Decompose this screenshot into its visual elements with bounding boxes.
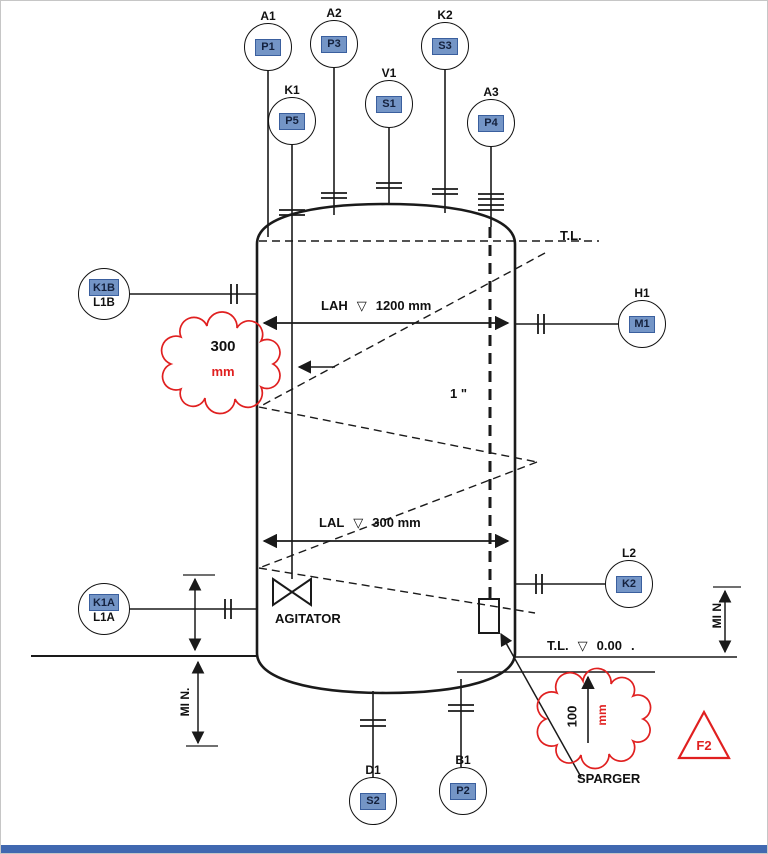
vessel-outline xyxy=(255,202,517,695)
instrument-sub-tag: L1B xyxy=(93,297,115,309)
instrument-circle: P2 xyxy=(439,767,487,815)
instrument-bubble-k1a: K1A L1A xyxy=(78,583,130,635)
instrument-code-field[interactable]: M1 xyxy=(629,315,655,333)
agitator-label: AGITATOR xyxy=(275,611,341,626)
instrument-circle: P3 xyxy=(310,20,358,68)
tangent-line-bottom-annotation: T.L. ▽ 0.00 . xyxy=(547,638,635,653)
instrument-code-field[interactable]: K1A xyxy=(88,594,119,611)
instrument-code-field[interactable]: P2 xyxy=(450,782,476,800)
instrument-tag: A2 xyxy=(326,6,342,20)
dimension-left-min xyxy=(186,660,218,747)
pipe-size-label: 1 " xyxy=(450,386,468,401)
instrument-circle: P1 xyxy=(244,23,292,71)
instrument-bubble-k2-top: K2 S3 xyxy=(421,8,469,70)
instrument-circle: K1A L1A xyxy=(78,583,130,635)
tangent-line-top-label: T.L. xyxy=(560,228,582,243)
instrument-tag: K1 xyxy=(284,83,300,97)
lal-value: 300 mm xyxy=(372,515,421,530)
instrument-bubble-k1b: K1B L1B xyxy=(78,268,130,320)
instrument-circle: P4 xyxy=(467,99,515,147)
instrument-circle: S3 xyxy=(421,22,469,70)
instrument-circle: P5 xyxy=(268,97,316,145)
dimension-right-min xyxy=(713,586,741,654)
tangent-line-bottom-label: T.L. xyxy=(547,638,569,653)
nozzle-flanges xyxy=(224,182,545,727)
level-symbol-icon: ▽ xyxy=(577,638,588,653)
revision-cloud-300 xyxy=(160,311,281,415)
instrument-tag: B1 xyxy=(455,753,471,767)
dim-300-value: 300 xyxy=(210,338,236,355)
revision-triangle xyxy=(677,709,731,760)
instrument-tag: K2 xyxy=(437,8,453,22)
instrument-bubble-k1: K1 P5 xyxy=(268,83,316,145)
instrument-bubble-a3: A3 P4 xyxy=(467,85,515,147)
instrument-tag: A3 xyxy=(483,85,499,99)
instrument-code-field[interactable]: P5 xyxy=(279,112,305,130)
lah-value: 1200 mm xyxy=(375,298,432,313)
instrument-bubble-l2: L2 K2 xyxy=(605,546,653,608)
bottom-bar xyxy=(1,845,767,853)
instrument-code-field[interactable]: K2 xyxy=(616,575,642,593)
revision-cloud-100 xyxy=(536,667,652,770)
ground-line xyxy=(31,655,737,673)
instrument-circle: S2 xyxy=(349,777,397,825)
sparger-label: SPARGER xyxy=(577,771,641,786)
instrument-code-field[interactable]: S3 xyxy=(432,37,458,55)
revision-flag-label: F2 xyxy=(696,738,712,753)
instrument-tag: V1 xyxy=(381,66,397,80)
instrument-code-field[interactable]: K1B xyxy=(88,279,119,296)
instrument-tag: D1 xyxy=(365,763,381,777)
lal-label: LAL xyxy=(319,515,345,530)
instrument-code-field[interactable]: S1 xyxy=(376,95,402,113)
lah-label: LAH xyxy=(321,298,348,313)
instrument-code-field[interactable]: S2 xyxy=(360,792,386,810)
level-symbol-icon: ▽ xyxy=(353,515,364,530)
agitator-impeller xyxy=(272,577,312,607)
instrument-bubble-a2: A2 P3 xyxy=(310,6,358,68)
instrument-code-field[interactable]: P3 xyxy=(321,35,347,53)
instrument-sub-tag: L1A xyxy=(93,612,115,624)
min-dimension-left-label: MI N. xyxy=(178,687,192,717)
dim-100-unit: mm xyxy=(595,704,609,726)
instrument-bubble-v1: V1 S1 xyxy=(365,66,413,128)
instrument-tag: H1 xyxy=(634,286,650,300)
dimension-left-nozzle xyxy=(183,574,215,652)
instrument-circle: M1 xyxy=(618,300,666,348)
elevation-zero-value: 0.00 xyxy=(596,638,622,653)
instrument-circle: K1B L1B xyxy=(78,268,130,320)
instrument-bubble-a1: A1 P1 xyxy=(244,9,292,71)
instrument-connectors xyxy=(130,68,618,777)
instrument-code-field[interactable]: P1 xyxy=(255,38,281,56)
instrument-bubble-d1: D1 S2 xyxy=(349,763,397,825)
instrument-circle: S1 xyxy=(365,80,413,128)
lah-annotation: LAH ▽ 1200 mm xyxy=(321,298,431,313)
trailing-dot: . xyxy=(630,638,635,653)
min-dimension-right-label: MI N. xyxy=(710,599,724,629)
lal-annotation: LAL ▽ 300 mm xyxy=(319,515,421,530)
instrument-tag: A1 xyxy=(260,9,276,23)
dim-100-value: 100 xyxy=(564,705,580,728)
instrument-code-field[interactable]: P4 xyxy=(478,114,504,132)
instrument-bubble-b1: B1 P2 xyxy=(439,753,487,815)
level-symbol-icon: ▽ xyxy=(356,298,367,313)
instrument-tag: L2 xyxy=(621,546,636,560)
instrument-bubble-h1: H1 M1 xyxy=(618,286,666,348)
instrument-circle: K2 xyxy=(605,560,653,608)
sparger-leader xyxy=(500,632,582,778)
sparger-symbol xyxy=(478,598,500,634)
dim-300-unit: mm xyxy=(211,364,235,379)
